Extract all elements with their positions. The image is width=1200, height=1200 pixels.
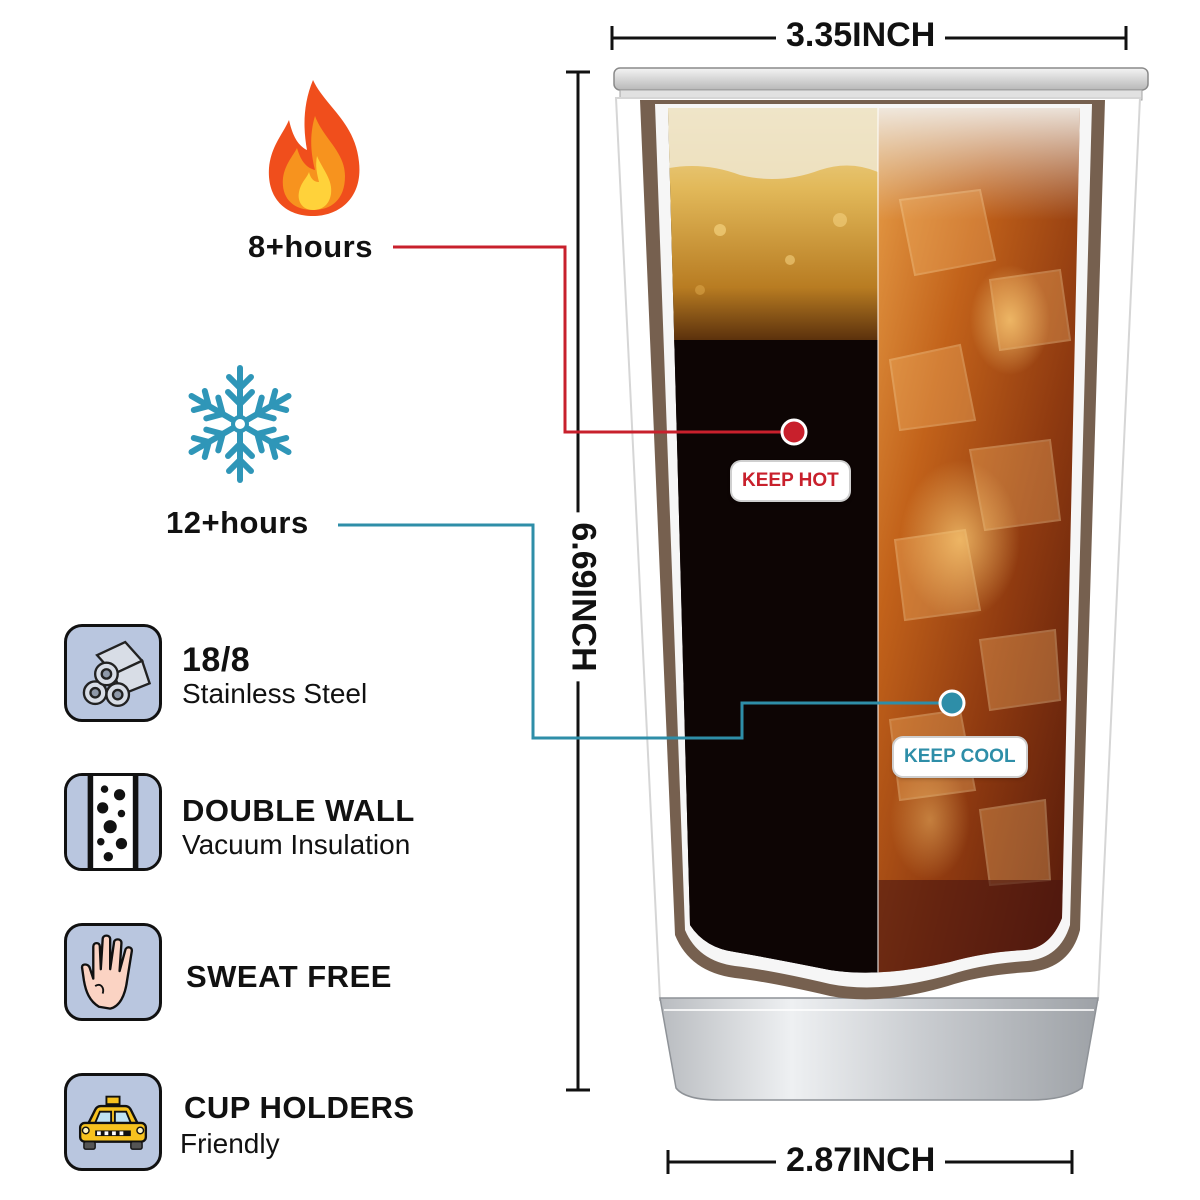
steel-title: 18/8 (182, 641, 251, 679)
snowflake-icon (174, 365, 306, 483)
steel-pipes-icon (64, 624, 162, 722)
height-label: 6.69INCH (563, 512, 603, 682)
sweat-free-title: SWEAT FREE (186, 959, 392, 994)
double-wall-subtitle: Vacuum Insulation (182, 829, 411, 860)
hot-hours-label: 8+hours (248, 229, 373, 264)
cold-hours-label: 12+hours (166, 505, 309, 540)
double-wall-icon (64, 773, 162, 871)
steel-subtitle: Stainless Steel (182, 678, 368, 709)
top-width-label: 3.35INCH (776, 16, 946, 55)
taxi-car-icon (64, 1073, 162, 1171)
hand-icon (64, 923, 162, 1021)
cup-holders-subtitle: Friendly (180, 1128, 280, 1159)
cup-holders-title: CUP HOLDERS (184, 1090, 415, 1125)
fire-icon (268, 80, 360, 216)
keep-cool-badge: KEEP COOL (894, 738, 1026, 776)
keep-hot-badge: KEEP HOT (732, 462, 849, 500)
bottom-width-label: 2.87INCH (776, 1141, 946, 1180)
double-wall-title: DOUBLE WALL (182, 793, 415, 828)
